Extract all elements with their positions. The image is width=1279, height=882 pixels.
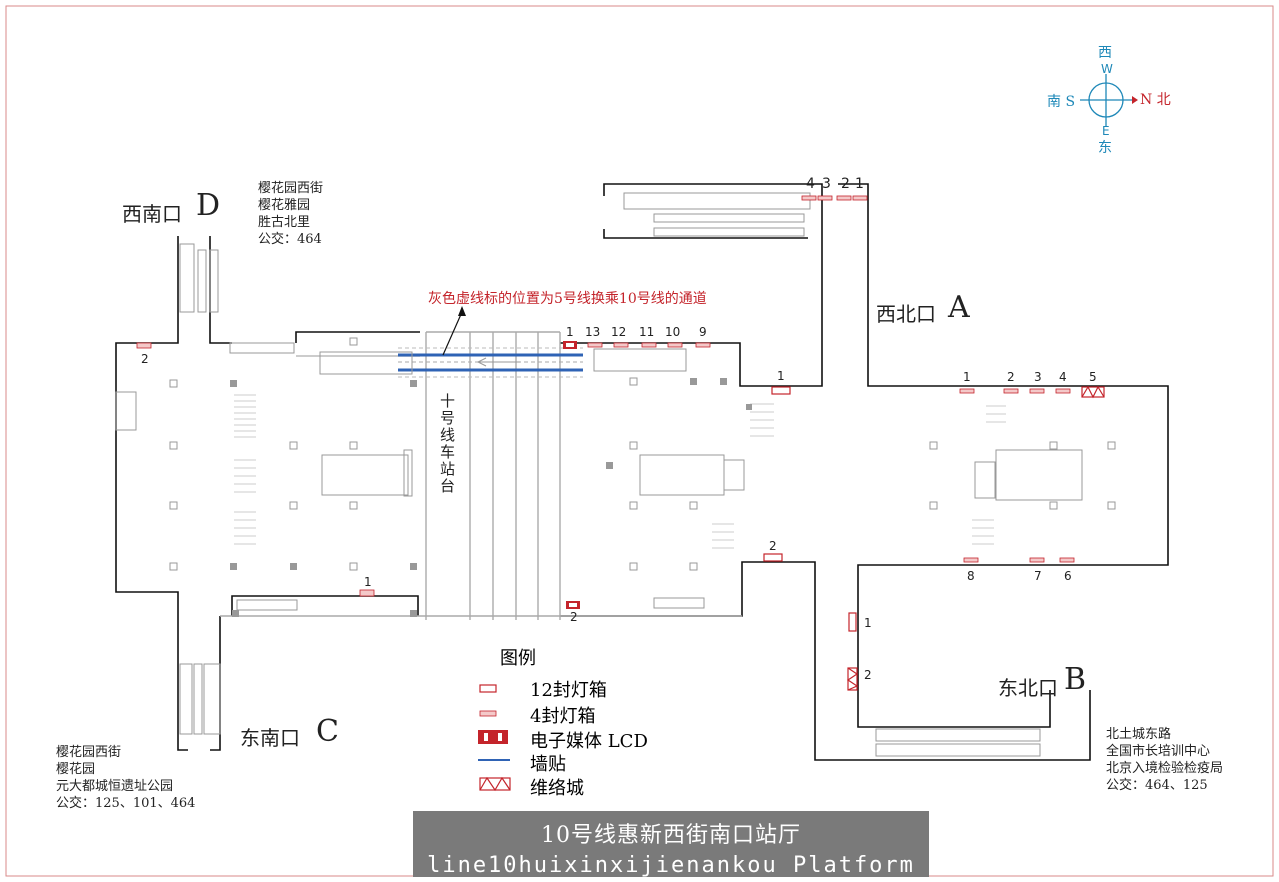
exit-c-name: 东南口 xyxy=(240,726,300,750)
legend-item-wall: 墙贴 xyxy=(530,754,566,775)
marker-east-8: 8 xyxy=(967,569,975,583)
north-arrow-icon xyxy=(1132,96,1138,104)
compass-north: N 北 xyxy=(1140,92,1171,108)
escalators xyxy=(115,192,1083,757)
title-en: line10huixinxijienankou Platform xyxy=(427,853,915,878)
marker-a-2: 2 xyxy=(841,176,850,192)
legend-item-4-box: 4封灯箱 xyxy=(530,706,596,727)
marker-top-10: 10 xyxy=(665,325,681,339)
marker-mid-2: 2 xyxy=(769,539,777,553)
transfer-note: 灰色虚线标的位置为5号线换乘10号线的通道 xyxy=(428,291,707,307)
marker-east-7: 7 xyxy=(1034,569,1042,583)
exit-c-letter: C xyxy=(316,714,339,749)
address-c: 樱花园西街樱花园元大都城恒遗址公园公交：125、101、464 xyxy=(56,745,196,811)
stair-hatching xyxy=(234,394,1006,549)
marker-east-2: 2 xyxy=(1007,370,1015,384)
marker-c-1: 1 xyxy=(364,575,372,589)
marker-lcd-2: 2 xyxy=(570,610,578,624)
compass-east: 东 xyxy=(1098,140,1112,156)
pillars-solid xyxy=(230,378,752,617)
marker-east-5: 5 xyxy=(1089,370,1097,384)
marker-east-6: 6 xyxy=(1064,569,1072,583)
marker-top-9: 9 xyxy=(699,325,707,339)
marker-a-4: 4 xyxy=(806,176,815,192)
platform-area xyxy=(220,331,742,620)
note-pointer xyxy=(442,306,466,356)
marker-b-2: 2 xyxy=(864,668,872,682)
compass-west-letter: W xyxy=(1101,62,1113,76)
marker-d-2: 2 xyxy=(141,352,149,366)
marker-east-1: 1 xyxy=(963,370,971,384)
marker-top-1: 1 xyxy=(566,325,574,339)
platform-label: 十号线 车站台 xyxy=(440,392,456,495)
exit-b-name: 东北口 xyxy=(998,676,1058,700)
compass-west: 西 xyxy=(1098,45,1112,61)
legend-title: 图例 xyxy=(500,648,536,669)
compass-icon xyxy=(1080,74,1132,126)
marker-top-11: 11 xyxy=(639,325,655,339)
marker-b-1: 1 xyxy=(864,616,872,630)
marker-mid-1: 1 xyxy=(777,369,785,383)
legend-item-lcd: 电子媒体 LCD xyxy=(530,731,648,752)
exit-d-letter: D xyxy=(196,188,221,223)
compass-east-letter: E xyxy=(1102,124,1110,138)
exit-a-letter: A xyxy=(948,290,970,325)
title-cn: 10号线惠新西街南口站厅 xyxy=(541,823,801,848)
pillars xyxy=(169,337,1116,571)
exit-b-letter: B xyxy=(1064,662,1087,697)
marker-top-13: 13 xyxy=(585,325,601,339)
marker-east-3: 3 xyxy=(1034,370,1042,384)
compass-south: 南 S xyxy=(1047,94,1076,110)
map-title: 10号线惠新西街南口站厅 line10huixinxijienankou Pla… xyxy=(413,811,929,878)
legend-item-vlocity: 维络城 xyxy=(530,778,584,799)
light-box-12-markers xyxy=(479,386,857,693)
exit-a-name: 西北口 xyxy=(876,302,936,326)
exit-d-name: 西南口 xyxy=(122,202,182,226)
vlocity-markers xyxy=(479,385,1105,792)
transfer-passage xyxy=(398,347,583,378)
lcd-markers xyxy=(478,341,580,744)
address-b: 北土城东路全国市长培训中心北京入境检验检疫局公交：464、125 xyxy=(1106,727,1224,793)
legend-item-12-box: 12封灯箱 xyxy=(530,680,607,701)
marker-a-1: 1 xyxy=(855,176,864,192)
marker-a-3: 3 xyxy=(822,176,831,192)
marker-top-12: 12 xyxy=(611,325,627,339)
marker-east-4: 4 xyxy=(1059,370,1067,384)
address-d: 樱花园西街樱花雅园胜古北里公交：464 xyxy=(258,181,324,247)
light-box-4-markers xyxy=(136,195,1075,717)
